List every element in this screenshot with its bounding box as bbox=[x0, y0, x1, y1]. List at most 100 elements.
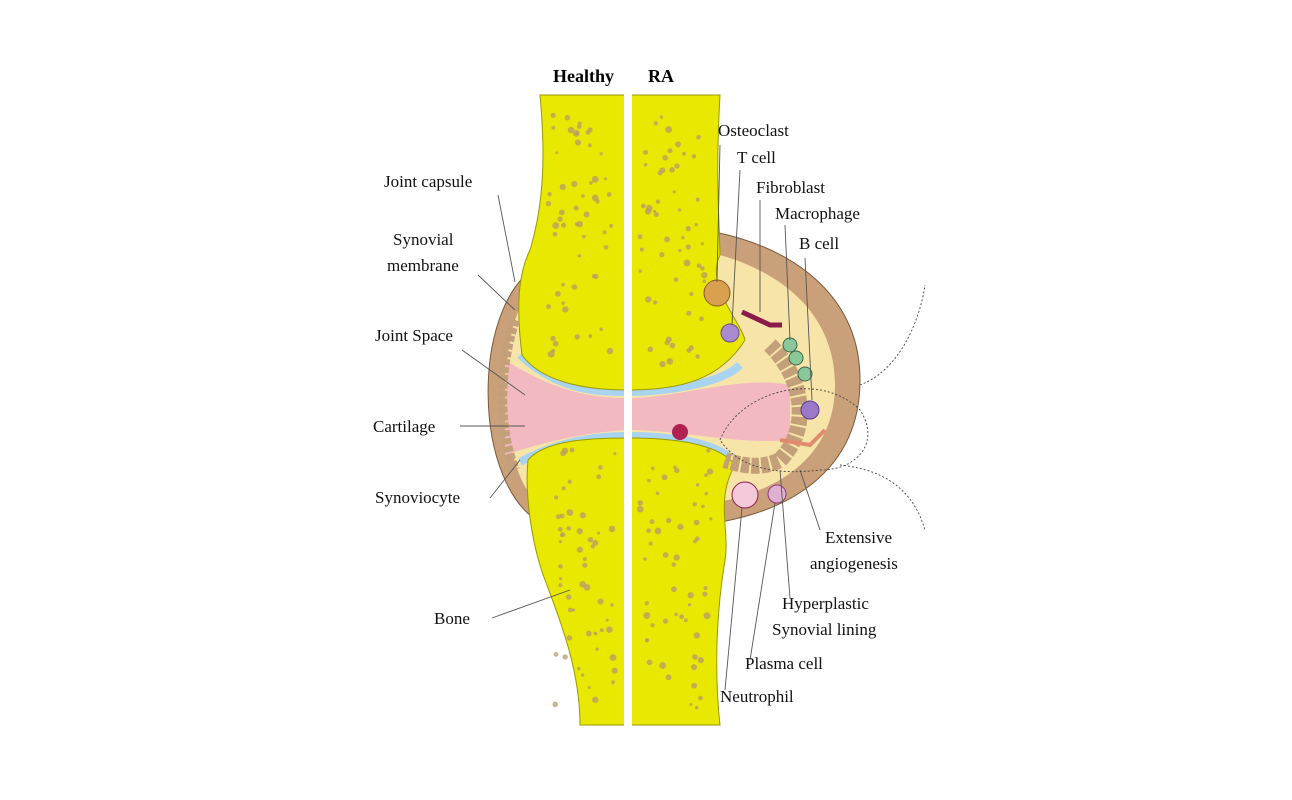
bone-pore bbox=[608, 525, 616, 533]
macrophage-cell bbox=[782, 337, 798, 353]
label-extensive-angiogenesis: Extensive bbox=[825, 528, 892, 547]
bone-pore bbox=[571, 180, 578, 188]
bone-pore bbox=[640, 203, 646, 209]
bone-pore bbox=[659, 115, 664, 119]
bone-pore bbox=[545, 200, 552, 207]
bone-pore bbox=[693, 519, 700, 526]
bone-pore bbox=[571, 284, 578, 290]
bone-pore bbox=[561, 486, 566, 491]
bone-pore bbox=[599, 628, 604, 633]
bone-pore bbox=[591, 696, 599, 704]
healthy-ra-divider bbox=[624, 90, 632, 730]
label-macrophage: Macrophage bbox=[775, 204, 860, 223]
label-joint-space: Joint Space bbox=[375, 326, 453, 345]
bone-pore bbox=[558, 583, 563, 588]
bone-pore bbox=[666, 358, 674, 365]
label-synovial-membrane: membrane bbox=[387, 256, 459, 275]
neutrophil-cell bbox=[731, 481, 759, 509]
leader-b-cell bbox=[804, 257, 813, 401]
leader-macrophage bbox=[784, 224, 791, 341]
bone-pore bbox=[673, 465, 677, 470]
bone-pore bbox=[577, 254, 582, 258]
bone-pore bbox=[677, 208, 682, 212]
bone-pore bbox=[603, 177, 607, 181]
bone-pore bbox=[665, 674, 672, 681]
leader-osteoclast bbox=[716, 144, 721, 283]
label-joint-capsule: Joint capsule bbox=[384, 172, 472, 191]
bone-pore bbox=[677, 523, 684, 530]
bone-pore bbox=[671, 586, 677, 593]
label-fibroblast: Fibroblast bbox=[756, 178, 825, 197]
bone-pore bbox=[693, 632, 701, 639]
bone-pore bbox=[552, 340, 559, 347]
bone-pore bbox=[674, 612, 678, 617]
bone-pore bbox=[703, 612, 711, 620]
bone-pore bbox=[577, 666, 581, 671]
bone-pore bbox=[685, 244, 691, 250]
bone-pore bbox=[560, 532, 566, 538]
bone-pore bbox=[687, 603, 692, 607]
joint-space bbox=[505, 360, 790, 455]
bone-pore bbox=[683, 259, 691, 267]
macrophage-cell bbox=[797, 366, 813, 382]
bone-pore bbox=[585, 630, 592, 637]
bone-pore bbox=[704, 491, 709, 496]
bone-pore bbox=[574, 334, 580, 340]
bone-pore bbox=[595, 647, 599, 651]
bone-pore bbox=[610, 603, 614, 607]
bone-pore bbox=[653, 300, 658, 305]
bone-pore bbox=[699, 316, 704, 322]
bone-pore bbox=[561, 282, 565, 287]
bone-pore bbox=[613, 452, 617, 456]
bone-pore bbox=[667, 148, 673, 154]
bone-pore bbox=[706, 468, 714, 475]
bone-pore bbox=[552, 231, 558, 237]
bone-pore bbox=[591, 175, 599, 183]
bone-pore bbox=[689, 703, 693, 707]
bone-pore bbox=[585, 130, 591, 135]
bone-pore bbox=[564, 114, 571, 121]
bone-pore bbox=[696, 134, 701, 140]
bone-pore bbox=[571, 608, 576, 612]
leader-joint-space bbox=[461, 349, 526, 396]
bone-pore bbox=[606, 626, 613, 633]
bone-pore bbox=[636, 505, 644, 513]
bone-pore bbox=[691, 664, 698, 671]
bone-pore bbox=[695, 354, 700, 359]
bone-pore bbox=[702, 591, 708, 597]
bone-pore bbox=[665, 126, 673, 134]
bone-pore bbox=[573, 205, 579, 211]
bone-pore bbox=[561, 222, 567, 228]
leader-t-cell bbox=[731, 169, 741, 326]
bone-pore bbox=[591, 274, 596, 279]
bone-pore bbox=[700, 266, 705, 271]
bone-pore bbox=[696, 263, 702, 269]
bone-pore bbox=[587, 143, 592, 148]
bone-pore bbox=[599, 152, 603, 156]
bone-pore bbox=[689, 291, 694, 297]
bone-pore bbox=[598, 465, 603, 470]
bone-pore bbox=[555, 514, 561, 520]
bone-pore bbox=[671, 562, 677, 567]
bone-pore bbox=[685, 226, 691, 232]
bone-pore bbox=[596, 474, 602, 480]
label-osteoclast: Osteoclast bbox=[718, 121, 789, 140]
bone-pore bbox=[587, 686, 591, 690]
bone-pore bbox=[605, 618, 609, 622]
bone-pore bbox=[681, 236, 685, 240]
bone-pore bbox=[611, 667, 618, 674]
bone-pore bbox=[558, 564, 563, 569]
label-synoviocyte: Synoviocyte bbox=[375, 488, 460, 507]
bone-pore bbox=[566, 635, 573, 641]
bone-pore bbox=[567, 126, 575, 134]
bone-pore bbox=[702, 279, 707, 284]
bone-pore bbox=[576, 528, 583, 535]
bone-pore bbox=[609, 223, 614, 228]
bone-pore bbox=[697, 657, 704, 664]
bone-pore bbox=[674, 467, 680, 474]
bone-pore bbox=[687, 592, 694, 599]
label-hyperplastic-lining: Hyperplastic bbox=[782, 594, 869, 613]
bone-pore bbox=[647, 346, 654, 353]
label-synovial-membrane: Synovial bbox=[393, 230, 454, 249]
ra-header: RA bbox=[648, 66, 674, 86]
